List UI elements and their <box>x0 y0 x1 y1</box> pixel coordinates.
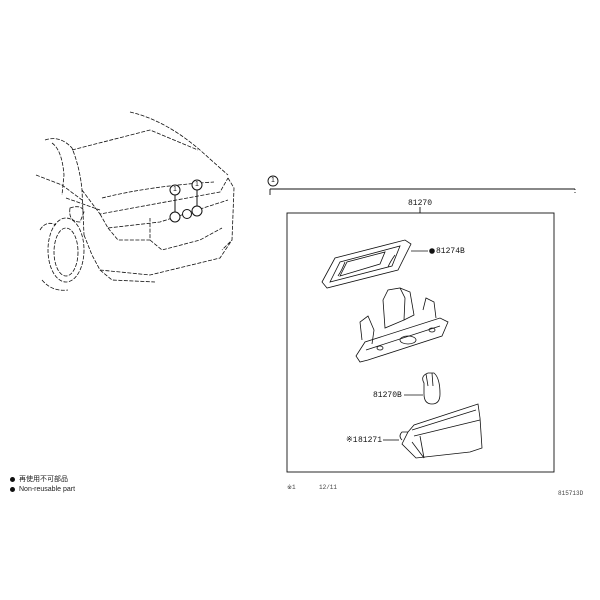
bulb-drawing <box>404 372 441 405</box>
footnote-mark: ※1 <box>287 484 296 491</box>
bulb-part-number[interactable]: 81270B <box>373 391 402 400</box>
socket-drawing <box>355 287 449 363</box>
group-callout-circle <box>267 175 279 187</box>
assembly-part-number[interactable]: 81270 <box>408 199 433 208</box>
non-reusable-marker-icon <box>10 476 15 482</box>
legend-text-japanese: 再使用不可部品 <box>19 476 68 483</box>
diagram-code: 815713D <box>558 490 584 497</box>
legend-item-japanese: 再使用不可部品 <box>10 476 68 484</box>
lens-prefix-mark: ※1 <box>346 436 358 445</box>
footnote-text: 12/11 <box>319 484 338 491</box>
gasket-part-number[interactable]: 81274B <box>436 247 465 256</box>
non-reusable-marker-icon <box>10 486 15 492</box>
group-callout-label: 1 <box>271 177 275 184</box>
legend-item-english: Non-reusable part <box>10 486 75 494</box>
vehicle-callout-1a: 1 <box>173 186 177 193</box>
group-bracket <box>267 175 576 195</box>
vehicle-rear-illustration <box>35 111 235 291</box>
vehicle-lamp-callouts <box>169 179 203 223</box>
gasket-drawing <box>321 239 435 289</box>
lens-part-number[interactable]: 81271 <box>358 436 383 445</box>
assembly-box <box>286 207 555 473</box>
legend-text-english: Non-reusable part <box>19 486 76 493</box>
vehicle-callout-1b: 1 <box>195 181 199 188</box>
lens-drawing <box>383 403 483 459</box>
